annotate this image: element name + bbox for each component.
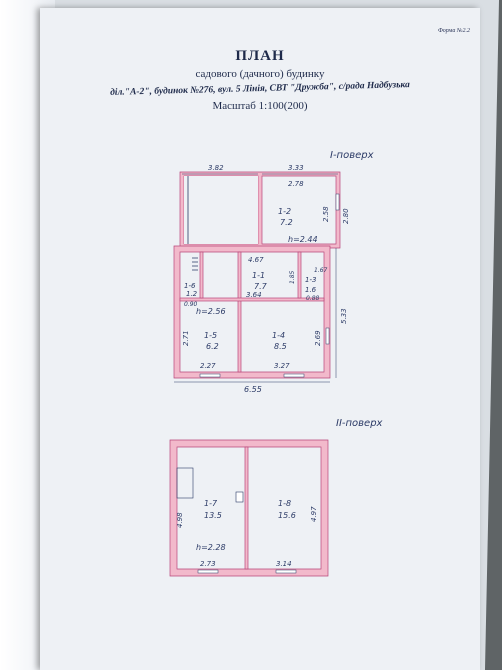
room-1-4-num: 1-4 — [272, 331, 285, 340]
dim-2-69: 2.69 — [314, 330, 322, 346]
dim-2-27: 2.27 — [200, 362, 216, 370]
window-5 — [197, 569, 219, 574]
window-4 — [335, 193, 340, 211]
room-1-2-area: 7.2 — [280, 218, 293, 227]
dim-0-90: 0.90 — [184, 301, 198, 308]
dim-0-88: 0.88 — [306, 295, 320, 302]
document-subtitle: садового (дачного) будинку — [195, 68, 325, 80]
window-2 — [283, 373, 305, 378]
room-1-3-area: 1.6 — [305, 286, 317, 294]
floor1-height-annex: h=2.44 — [288, 235, 318, 244]
room-1-1-num: 1-1 — [252, 271, 265, 280]
dim-2-78: 2.78 — [288, 180, 304, 188]
stair-opening — [176, 467, 194, 499]
interior-wall-1-3 — [297, 251, 302, 299]
dim-1-67: 1.67 — [314, 267, 328, 274]
interior-wall-vertical — [237, 251, 242, 373]
dim-3-14: 3.14 — [276, 560, 292, 568]
floor2-walls — [169, 439, 329, 577]
document-sheet: Форма №2.2 ПЛАН садового (дачного) будин… — [40, 8, 480, 670]
floor2-label: II-поверх — [336, 418, 383, 429]
dim-4-97: 4.97 — [310, 506, 318, 522]
veranda-area — [184, 176, 258, 244]
room-1-8-area: 15.6 — [278, 511, 296, 520]
room-1-2-num: 1-2 — [278, 207, 291, 216]
dim-3-27: 3.27 — [274, 362, 290, 370]
dim-3-82: 3.82 — [208, 164, 224, 172]
dim-4-98: 4.98 — [176, 512, 184, 528]
dim-2-58: 2.58 — [322, 206, 330, 222]
floor2-partition — [244, 446, 249, 570]
interior-wall-1-6 — [199, 251, 204, 299]
interior-wall-horizontal — [179, 297, 325, 302]
room-1-1-area: 7.7 — [254, 282, 268, 291]
room-1-7-area: 13.5 — [204, 511, 222, 520]
window-1 — [199, 373, 221, 378]
floor-plans: I-поверх 1-2 7.2 1-1 7.7 — [169, 150, 383, 577]
dim-1-85: 1.85 — [289, 270, 296, 284]
floor1-label: I-поверх — [330, 150, 374, 161]
document-title: ПЛАН — [235, 48, 285, 64]
room-1-6-area: 1.2 — [186, 290, 198, 298]
floor1-height-main: h=2.56 — [196, 307, 226, 316]
window-3 — [325, 327, 330, 345]
window-6 — [275, 569, 297, 574]
dim-5-33: 5.33 — [340, 308, 348, 324]
dim-3-33: 3.33 — [288, 164, 304, 172]
room-1-7-num: 1-7 — [204, 499, 218, 508]
dim-2-73: 2.73 — [200, 560, 216, 568]
dim-2-71: 2.71 — [182, 330, 190, 346]
stairs-icon — [192, 257, 198, 271]
floor1-plan: I-поверх 1-2 7.2 1-1 7.7 — [173, 150, 374, 394]
floor2-height: h=2.28 — [196, 543, 226, 552]
room-1-6-num: 1-6 — [184, 282, 196, 290]
dim-4-67: 4.67 — [248, 256, 264, 264]
document-scale: Масштаб 1:100(200) — [212, 100, 308, 112]
main-walls — [173, 245, 331, 379]
chimney-icon — [235, 491, 244, 503]
room-1-5-num: 1-5 — [204, 331, 217, 340]
dim-2-80: 2.80 — [342, 208, 350, 224]
dim-3-64: 3.64 — [246, 291, 262, 299]
floor2-plan: II-поверх 1-7 13.5 1-8 15.6 h=2.28 4.98 … — [169, 418, 383, 577]
room-1-3-num: 1-3 — [305, 276, 316, 284]
dim-6-55: 6.55 — [244, 385, 262, 394]
room-1-8-num: 1-8 — [278, 499, 291, 508]
room-1-5-area: 6.2 — [206, 342, 219, 351]
form-number: Форма №2.2 — [437, 28, 470, 34]
room-1-4-area: 8.5 — [274, 342, 287, 351]
